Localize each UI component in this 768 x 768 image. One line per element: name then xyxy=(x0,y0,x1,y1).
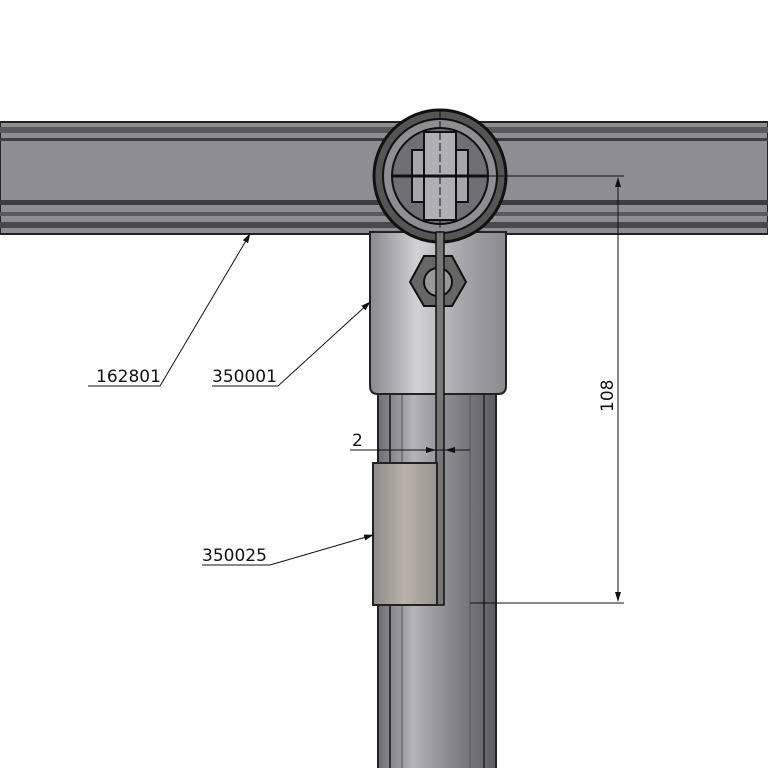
label-350001: 350001 xyxy=(212,367,277,387)
dimension-108 xyxy=(470,175,624,604)
dimension-108-label: 108 xyxy=(598,380,618,412)
strip xyxy=(435,231,445,606)
dimension-2-label: 2 xyxy=(352,431,363,451)
label-350025: 350025 xyxy=(202,546,267,566)
leader-350001 xyxy=(212,301,371,387)
leader-350025 xyxy=(202,534,374,566)
label-162801: 162801 xyxy=(96,367,161,387)
leader-162801 xyxy=(88,233,251,387)
bracket-350025 xyxy=(372,462,438,606)
